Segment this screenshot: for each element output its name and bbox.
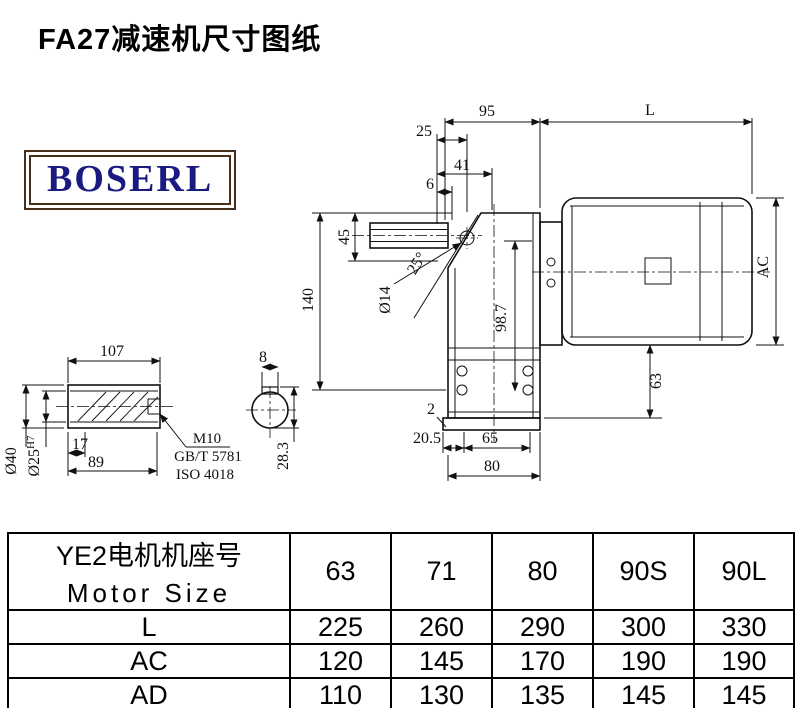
dim-89: 89	[88, 454, 104, 471]
boserl-logo: BOSERL	[24, 150, 237, 210]
table-cell: 120	[289, 643, 392, 679]
note-m10: M10	[193, 431, 221, 447]
dim-AC: AC	[755, 256, 772, 278]
bolt-hole	[522, 365, 534, 377]
table-cell: 110	[289, 677, 392, 708]
table-cell: 145	[592, 677, 695, 708]
table-cell: 225	[289, 609, 392, 645]
table-cell: 145	[390, 643, 493, 679]
column-header: 90L	[693, 532, 795, 611]
mounting-foot	[442, 417, 541, 431]
dim-98-7: 98.7	[493, 304, 510, 332]
table-cell: 290	[491, 609, 594, 645]
dim-28-3: 28.3	[275, 442, 292, 470]
note-gb: GB/T 5781	[174, 449, 242, 465]
dim-107: 107	[100, 343, 124, 360]
dim-8: 8	[259, 349, 267, 366]
dim-2: 2	[427, 401, 435, 418]
table-cell: 190	[693, 643, 795, 679]
dim-17: 17	[72, 436, 88, 453]
header-cn: YE2电机机座号	[55, 541, 243, 571]
table-row-L: L 225 260 290 300 330	[7, 609, 795, 645]
motor-nameplate	[644, 257, 672, 285]
note-iso: ISO 4018	[176, 467, 234, 483]
table-cell: 300	[592, 609, 695, 645]
table-cell: 330	[693, 609, 795, 645]
column-header: 63	[289, 532, 392, 611]
table-cell: 145	[693, 677, 795, 708]
page-title: FA27减速机尺寸图纸	[38, 24, 322, 56]
row-label: AC	[7, 643, 291, 679]
motor-body	[561, 197, 753, 346]
table-cell: 135	[491, 677, 594, 708]
column-header: 80	[491, 532, 594, 611]
row-label: L	[7, 609, 291, 645]
table-cell: 260	[390, 609, 493, 645]
dim-6: 6	[426, 176, 434, 193]
dim-dia40: Ø40	[3, 447, 20, 475]
dim-65: 65	[482, 430, 498, 447]
dim-25: 25	[416, 123, 432, 140]
dim-angle-25: 25°	[404, 250, 430, 278]
row-label: AD	[7, 677, 291, 708]
table-cell: 170	[491, 643, 594, 679]
bolt-hole	[456, 384, 468, 396]
dim-41: 41	[454, 157, 470, 174]
dim-95: 95	[479, 103, 495, 120]
motor-size-table: YE2电机机座号 Motor Size 63 71 80 90S 90L L 2…	[7, 532, 795, 708]
dim-140: 140	[300, 288, 317, 312]
dimension-labels: 95 L 25 41 6 45 140 Ø14 25° 98.7 AC 63 2…	[3, 102, 772, 483]
dim-45: 45	[336, 229, 353, 245]
dim-dia14: Ø14	[377, 286, 394, 314]
table-row-AD: AD 110 130 135 145 145	[7, 677, 795, 708]
bolt-hole	[522, 384, 534, 396]
table-cell: 130	[390, 677, 493, 708]
header-en: Motor Size	[66, 578, 232, 608]
dimension-lines	[22, 118, 784, 481]
column-header: 90S	[592, 532, 695, 611]
table-cell: 190	[592, 643, 695, 679]
motor-flange	[539, 221, 563, 346]
table-header-motor-size: YE2电机机座号 Motor Size	[7, 532, 291, 611]
table-header-row: YE2电机机座号 Motor Size 63 71 80 90S 90L	[7, 532, 795, 611]
column-header: 71	[390, 532, 493, 611]
bolt-hole	[456, 365, 468, 377]
centerlines	[56, 204, 770, 442]
table-row-AC: AC 120 145 170 190 190	[7, 643, 795, 679]
dim-80: 80	[484, 458, 500, 475]
dim-20-5: 20.5	[413, 430, 441, 447]
dim-L: L	[645, 102, 655, 119]
dim-dia25h7: Ø25H7	[25, 435, 43, 477]
gearbox-motor-view	[369, 197, 753, 431]
boserl-logo-text: BOSERL	[29, 155, 232, 205]
dim-63: 63	[648, 373, 665, 389]
